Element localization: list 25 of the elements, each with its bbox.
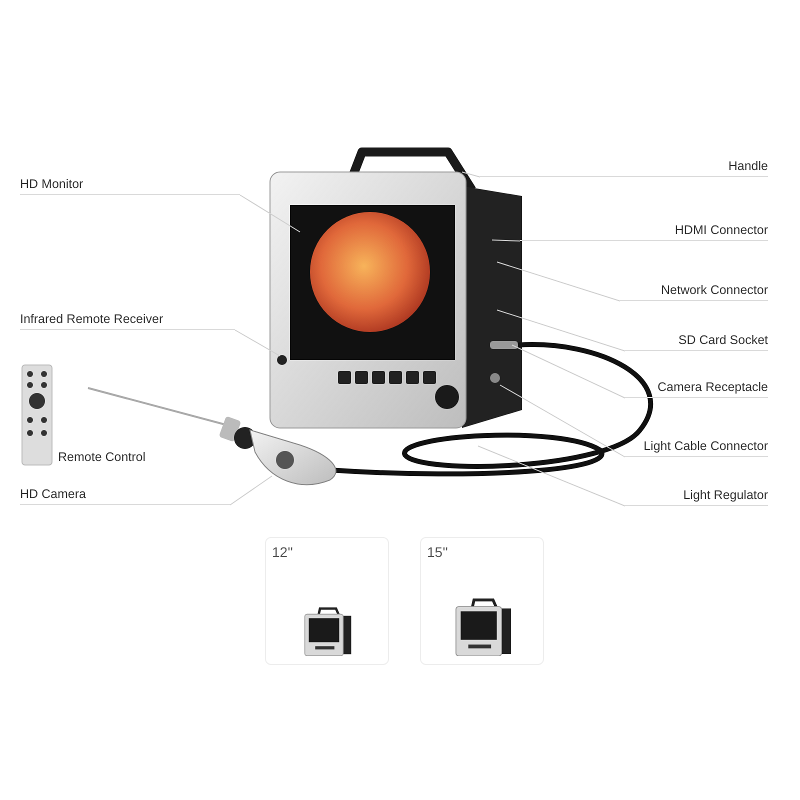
leader-line [478, 446, 626, 506]
part-label: Infrared Remote Receiver [20, 310, 235, 330]
leader-line [234, 330, 280, 356]
leader-line [496, 262, 620, 302]
size-label: 15'' [427, 544, 448, 560]
part-label: HD Monitor [20, 175, 240, 195]
part-label: HD Camera [20, 485, 230, 505]
leader-line [512, 344, 626, 398]
part-label: Remote Control [58, 450, 146, 464]
leader-line [492, 240, 520, 242]
size-option-card [265, 537, 389, 665]
part-label: Camera Receptacle [625, 378, 768, 398]
leader-line [462, 172, 480, 178]
part-label: HDMI Connector [520, 221, 768, 241]
leader-line [496, 310, 626, 352]
leader-line [500, 384, 626, 458]
part-label: Network Connector [620, 281, 768, 301]
part-label: SD Card Socket [625, 331, 768, 351]
size-label: 12'' [272, 544, 293, 560]
part-label: Handle [480, 157, 768, 177]
part-label: Light Regulator [625, 486, 768, 506]
part-label: Light Cable Connector [625, 437, 768, 457]
leader-line [240, 194, 300, 232]
leader-line [230, 476, 272, 506]
size-option-card [420, 537, 544, 665]
